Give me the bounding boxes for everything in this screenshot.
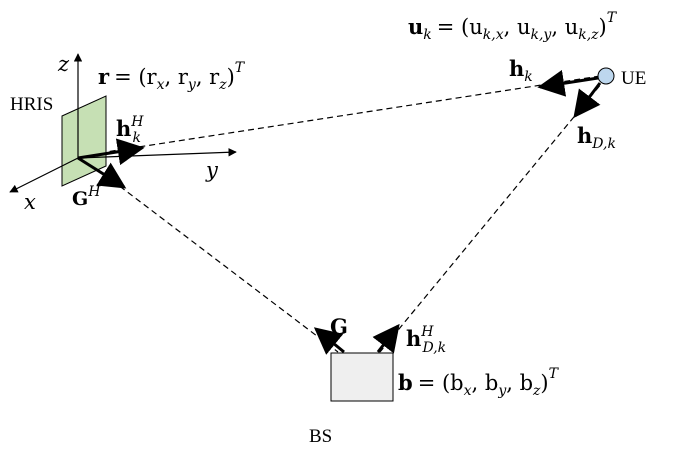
x-axis-label: x: [24, 190, 36, 214]
x-axis: [9, 157, 79, 193]
label-g: G: [330, 314, 348, 339]
ue-label: UE: [621, 68, 646, 89]
equation-r: r= (rx, ry, rz)T: [98, 60, 246, 93]
link-hris-bs: [79, 155, 339, 353]
vector-hk: [537, 69, 599, 97]
label-hk: hk: [509, 56, 533, 85]
y-axis-label: y: [205, 158, 219, 182]
vector-hdk-h: [372, 323, 400, 354]
link-hris-ue: [79, 75, 601, 157]
y-axis: [77, 148, 237, 159]
vector-g-h: [77, 156, 127, 189]
vector-g: [313, 327, 345, 355]
bs-label: BS: [309, 426, 332, 447]
bs-box: [330, 352, 394, 402]
label-g-h: GH: [72, 184, 101, 210]
ue-node: [597, 67, 615, 85]
vector-hk-h: [77, 138, 145, 166]
z-axis-label: z: [57, 52, 70, 76]
link-ue-bs: [379, 77, 607, 353]
label-hdk: hD,k: [577, 123, 616, 152]
vector-hdk: [573, 82, 602, 119]
equation-b: b= (bx, by, bz)T: [398, 366, 560, 399]
equation-u: uk= (uk,x, uk,y, uk,z)T: [408, 10, 618, 43]
hris-label: HRIS: [10, 94, 53, 115]
